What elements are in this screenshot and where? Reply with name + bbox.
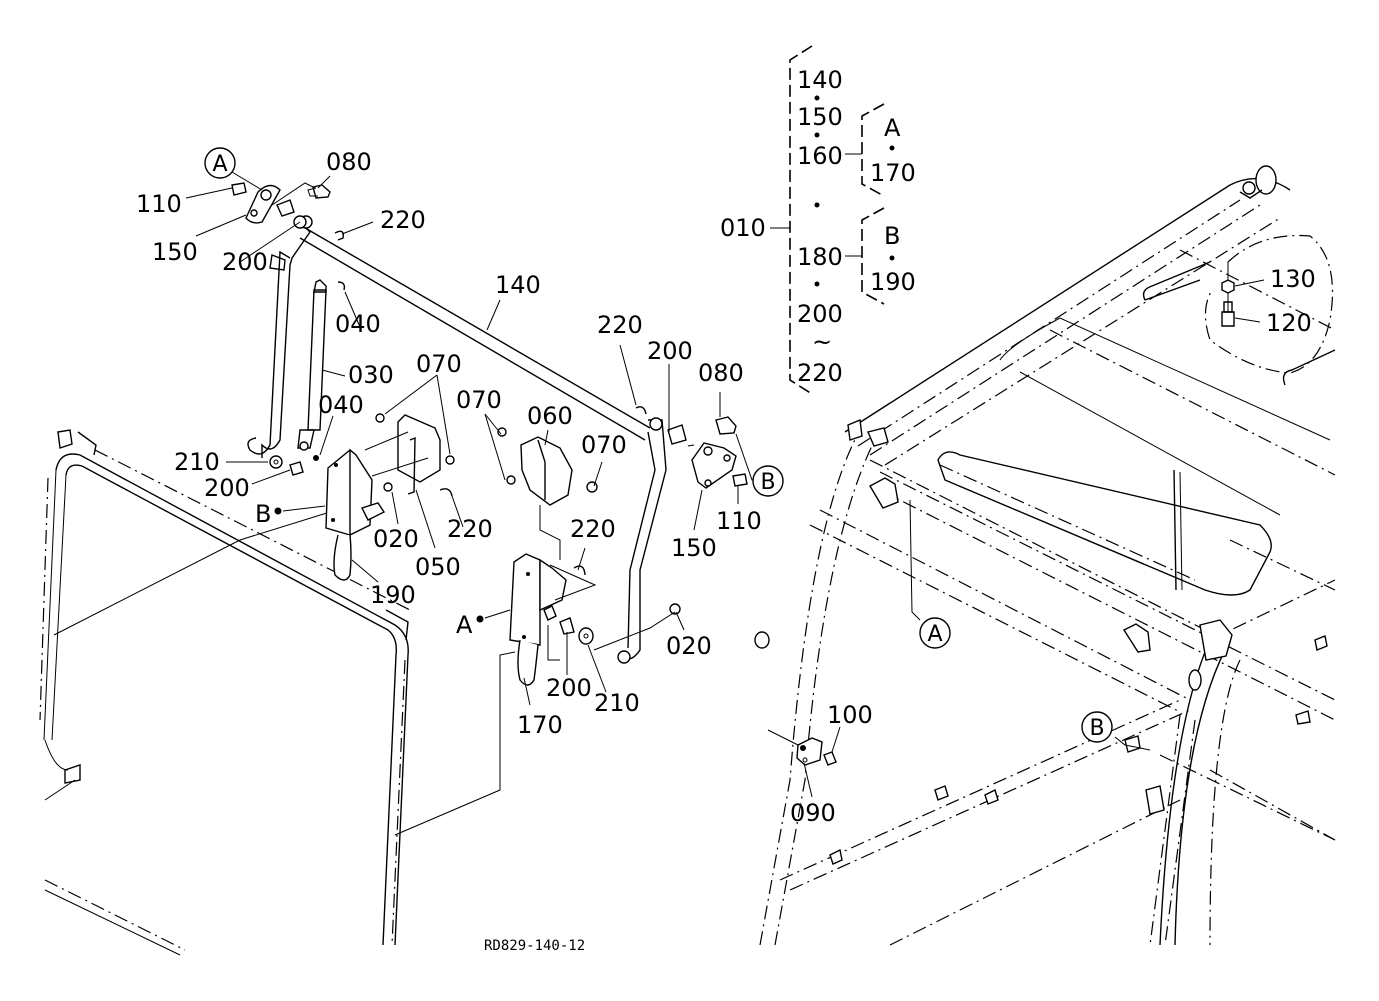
- reference-markers: A B A B: [204, 147, 1113, 743]
- callout-200: 200: [204, 474, 250, 502]
- legend-parent-010: 010: [720, 214, 766, 242]
- legend-sub-b-190: 190: [870, 268, 916, 296]
- callout-200: 200: [647, 337, 693, 365]
- svg-text:A: A: [212, 152, 227, 177]
- callout-070: 070: [416, 350, 462, 378]
- legend-range-symbol: ~: [812, 328, 832, 356]
- callout-030: 030: [348, 361, 394, 389]
- callout-200: 200: [222, 248, 268, 276]
- legend-item-160: 160: [797, 142, 843, 170]
- marker-a-cab: A: [919, 617, 951, 649]
- callout-040: 040: [335, 310, 381, 338]
- callout-120: 120: [1266, 309, 1312, 337]
- callout-b: B: [255, 500, 271, 528]
- door-frame: [39, 429, 516, 956]
- assembly-legend: 010 140 150 160 180 200 ~ 220 A 170 B 19…: [720, 66, 916, 387]
- legend-sub-a-key: A: [884, 114, 901, 142]
- legend-item-220: 220: [797, 359, 843, 387]
- callout-220: 220: [597, 311, 643, 339]
- callout-220: 220: [570, 515, 616, 543]
- callout-100: 100: [827, 701, 873, 729]
- cab-structure: [754, 165, 1336, 946]
- callout-040: 040: [318, 391, 364, 419]
- right-top-bracket: [687, 416, 748, 489]
- callout-a-dot: [476, 615, 484, 623]
- callout-170: 170: [517, 711, 563, 739]
- callout-070: 070: [581, 431, 627, 459]
- upper-rod: [299, 224, 651, 441]
- legend-item-180: 180: [797, 243, 843, 271]
- callout-050: 050: [415, 553, 461, 581]
- callout-110: 110: [716, 507, 762, 535]
- legend-sub-b-key: B: [884, 222, 900, 250]
- callout-labels: 080 110 150 200 220 140 040 030 070 040 …: [136, 148, 1316, 827]
- left-top-bracket: [231, 182, 346, 291]
- svg-text:A: A: [927, 622, 942, 647]
- callout-140: 140: [495, 271, 541, 299]
- latch-b-assembly: [269, 413, 455, 581]
- callout-220: 220: [447, 515, 493, 543]
- bracket-060: [497, 427, 598, 560]
- callout-210: 210: [174, 448, 220, 476]
- callout-190: 190: [370, 581, 416, 609]
- marker-b-right-bracket: B: [752, 465, 784, 497]
- latch-a-assembly: [509, 553, 681, 686]
- callout-220: 220: [380, 206, 426, 234]
- legend-item-140: 140: [797, 66, 843, 94]
- leader-lines: [185, 175, 1265, 798]
- right-arm: [593, 406, 687, 664]
- callout-b-dot: [274, 507, 282, 515]
- svg-text:B: B: [760, 470, 775, 495]
- callout-070: 070: [456, 386, 502, 414]
- callout-150: 150: [671, 534, 717, 562]
- gas-strut: [297, 279, 327, 451]
- marker-b-cab: B: [1081, 711, 1113, 743]
- callout-200: 200: [546, 674, 592, 702]
- callout-a: A: [456, 611, 473, 639]
- callout-130: 130: [1270, 265, 1316, 293]
- drawing-code: RD829-140-12: [484, 938, 585, 954]
- legend-item-150: 150: [797, 103, 843, 131]
- callout-210: 210: [594, 689, 640, 717]
- callout-020: 020: [373, 525, 419, 553]
- assembly-legend-brackets: [770, 45, 895, 395]
- legend-item-200: 200: [797, 300, 843, 328]
- callout-110: 110: [136, 190, 182, 218]
- callout-080: 080: [326, 148, 372, 176]
- marker-a-top-left: A: [204, 147, 263, 191]
- callout-150: 150: [152, 238, 198, 266]
- callout-020: 020: [666, 632, 712, 660]
- legend-sub-a-170: 170: [870, 159, 916, 187]
- callout-060: 060: [527, 402, 573, 430]
- callout-090: 090: [790, 799, 836, 827]
- svg-text:B: B: [1089, 716, 1104, 741]
- callout-080: 080: [698, 359, 744, 387]
